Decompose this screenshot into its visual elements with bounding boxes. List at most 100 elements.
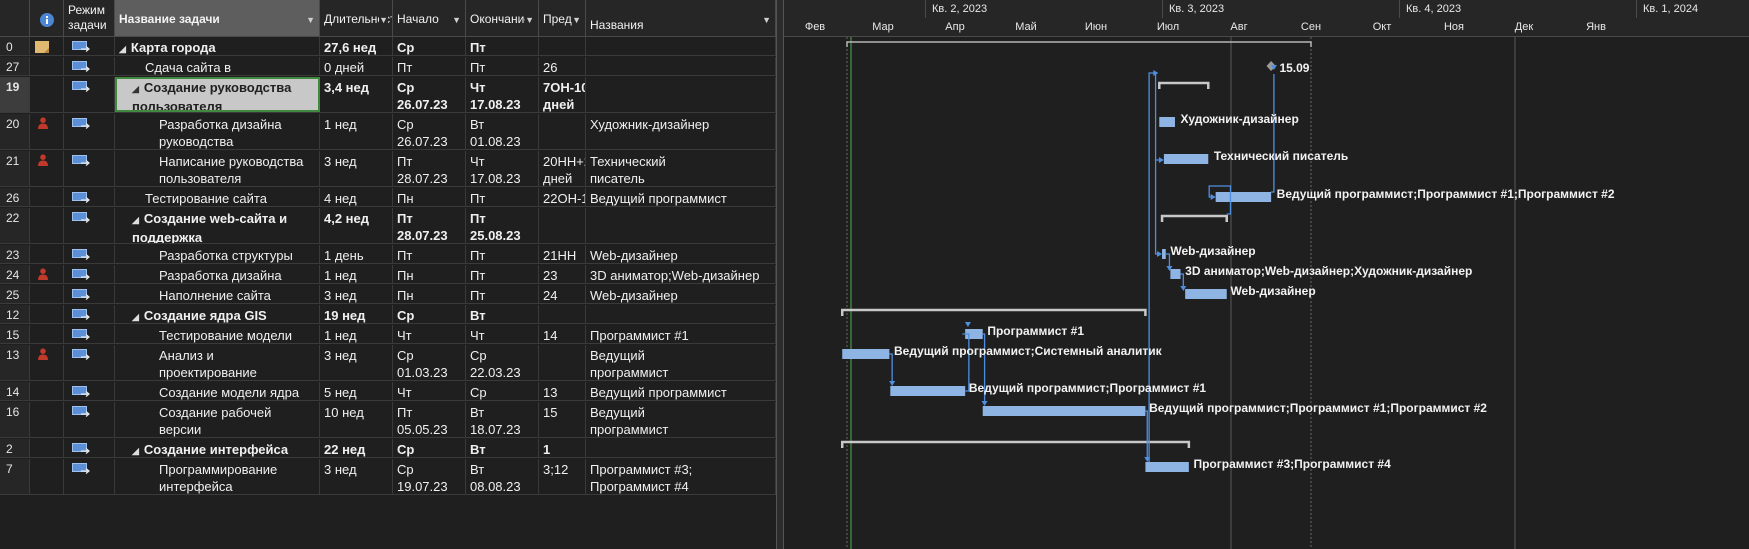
duration-cell[interactable]: 3 нед bbox=[320, 345, 393, 380]
task-bar-15[interactable] bbox=[965, 329, 983, 339]
finish-cell[interactable]: Пт 28.07.23 bbox=[466, 245, 539, 263]
finish-cell[interactable]: Пт 15.09.23 bbox=[466, 57, 539, 75]
duration-cell[interactable]: 1 нед bbox=[320, 265, 393, 283]
duration-cell[interactable]: 0 дней bbox=[320, 57, 393, 75]
start-cell[interactable]: Пт 28.07.23 bbox=[393, 151, 466, 186]
task-mode-cell[interactable] bbox=[64, 325, 115, 343]
task-mode-cell[interactable] bbox=[64, 305, 115, 323]
start-cell[interactable]: Пн 21.08.23 bbox=[393, 188, 466, 206]
finish-cell[interactable]: Чт 04.05.23 bbox=[466, 325, 539, 343]
collapse-triangle-icon[interactable]: ◢ bbox=[132, 312, 139, 322]
indicator-cell[interactable] bbox=[30, 382, 64, 400]
duration-cell[interactable]: 1 день bbox=[320, 245, 393, 263]
resources-cell[interactable]: 3D аниматор;Web-дизайнер bbox=[586, 265, 776, 283]
task-bar-13[interactable] bbox=[842, 349, 890, 359]
task-name-cell[interactable]: ◢Создание ядра GIS bbox=[115, 305, 320, 323]
task-bar-25[interactable] bbox=[1185, 289, 1227, 299]
indicator-cell[interactable] bbox=[30, 114, 64, 149]
indicator-cell[interactable] bbox=[30, 208, 64, 243]
resources-cell[interactable]: Ведущий программист bbox=[586, 345, 776, 380]
task-name-cell[interactable]: Написание руководства пользователя bbox=[115, 151, 320, 186]
header-duration[interactable]: Длительность▼ bbox=[320, 0, 393, 37]
finish-cell[interactable]: Пт 15.09.23 bbox=[466, 188, 539, 206]
note-icon[interactable] bbox=[34, 40, 50, 54]
start-cell[interactable]: Пн 31.07.23 bbox=[393, 265, 466, 283]
header-id-column[interactable] bbox=[0, 0, 30, 37]
finish-cell[interactable]: Ср 22.03.23 bbox=[466, 345, 539, 380]
resources-cell[interactable]: Технический писатель bbox=[586, 151, 776, 186]
task-name-cell[interactable]: Разработка структуры сайта bbox=[115, 245, 320, 263]
task-mode-cell[interactable] bbox=[64, 151, 115, 186]
gantt-chart[interactable] bbox=[784, 37, 1749, 549]
finish-cell[interactable]: Пт 04.08.23 bbox=[466, 265, 539, 283]
resource-overallocated-icon[interactable] bbox=[37, 268, 49, 280]
resources-cell[interactable]: Ведущий программист bbox=[586, 402, 776, 437]
finish-cell[interactable]: Вт 01.08.23 bbox=[466, 114, 539, 149]
duration-cell[interactable]: 3 нед bbox=[320, 459, 393, 494]
start-cell[interactable]: Пт 28.07.23 bbox=[393, 245, 466, 263]
resources-cell[interactable] bbox=[586, 77, 776, 112]
task-mode-cell[interactable] bbox=[64, 245, 115, 263]
duration-cell[interactable]: 1 нед bbox=[320, 114, 393, 149]
resources-cell[interactable] bbox=[586, 305, 776, 323]
gantt-timescale[interactable]: Кв. 2, 2023 Кв. 3, 2023 Кв. 4, 2023 Кв. … bbox=[784, 0, 1749, 37]
pred-cell[interactable]: 15 bbox=[539, 402, 586, 437]
task-bar-7[interactable] bbox=[1145, 462, 1189, 472]
task-mode-cell[interactable] bbox=[64, 382, 115, 400]
resource-overallocated-icon[interactable] bbox=[37, 154, 49, 166]
pred-cell[interactable]: 13 bbox=[539, 382, 586, 400]
resources-cell[interactable] bbox=[586, 208, 776, 243]
duration-cell[interactable]: 22 нед bbox=[320, 439, 393, 457]
start-cell[interactable]: Ср 01.03.23 bbox=[393, 37, 466, 55]
task-name-cell[interactable]: ◢Карта города bbox=[115, 37, 320, 55]
start-cell[interactable]: Пт 28.07.23 bbox=[393, 208, 466, 243]
finish-cell[interactable]: Вт 08.08.23 bbox=[466, 459, 539, 494]
task-id-cell[interactable]: 26 bbox=[0, 188, 30, 206]
duration-cell[interactable]: 1 нед bbox=[320, 325, 393, 343]
task-mode-cell[interactable] bbox=[64, 37, 115, 55]
resources-cell[interactable]: Ведущий программист bbox=[586, 382, 776, 400]
pred-cell[interactable]: 22ОН-1 bbox=[539, 188, 586, 206]
task-name-cell[interactable]: Разработка дизайна сайта bbox=[115, 265, 320, 283]
project-summary-bar[interactable] bbox=[846, 41, 1312, 47]
task-name-cell[interactable]: Наполнение сайта bbox=[115, 285, 320, 303]
finish-cell[interactable]: Пт 25.08.23 bbox=[466, 208, 539, 243]
task-mode-cell[interactable] bbox=[64, 188, 115, 206]
resources-cell[interactable]: Ведущий программист bbox=[586, 188, 776, 206]
indicator-cell[interactable] bbox=[30, 325, 64, 343]
summary-bar-2[interactable] bbox=[840, 440, 1191, 448]
finish-cell[interactable]: Вт 08.08.23 bbox=[466, 439, 539, 457]
task-bar-21[interactable] bbox=[1163, 154, 1209, 164]
resources-cell[interactable]: Художник-дизайнер bbox=[586, 114, 776, 149]
task-name-cell[interactable]: Сдача сайта в эксплуатацию bbox=[115, 57, 320, 75]
resources-cell[interactable]: Программист #1 bbox=[586, 325, 776, 343]
task-bar-24[interactable] bbox=[1170, 269, 1181, 279]
task-name-cell[interactable]: ◢Создание web-сайта и поддержка bbox=[115, 208, 320, 243]
collapse-triangle-icon[interactable]: ◢ bbox=[132, 215, 139, 225]
task-name-cell[interactable]: Создание модели ядра bbox=[115, 382, 320, 400]
dropdown-arrow-icon[interactable]: ▼ bbox=[572, 15, 581, 25]
header-finish[interactable]: Окончание▼ bbox=[466, 0, 539, 37]
pane-splitter[interactable] bbox=[776, 0, 784, 549]
resources-cell[interactable]: Web-дизайнер bbox=[586, 285, 776, 303]
collapse-triangle-icon[interactable]: ◢ bbox=[132, 446, 139, 456]
task-name-cell[interactable]: Разработка дизайна руководства bbox=[115, 114, 320, 149]
pred-cell[interactable] bbox=[539, 345, 586, 380]
task-name-cell[interactable]: Программирование интерфейса bbox=[115, 459, 320, 494]
task-id-cell[interactable]: 23 bbox=[0, 245, 30, 263]
task-id-cell[interactable]: 0 bbox=[0, 37, 30, 55]
summary-bar-22[interactable] bbox=[1160, 214, 1229, 222]
pred-cell[interactable]: 3;12 bbox=[539, 459, 586, 494]
duration-cell[interactable]: 10 нед bbox=[320, 402, 393, 437]
indicator-cell[interactable] bbox=[30, 439, 64, 457]
indicator-cell[interactable] bbox=[30, 285, 64, 303]
